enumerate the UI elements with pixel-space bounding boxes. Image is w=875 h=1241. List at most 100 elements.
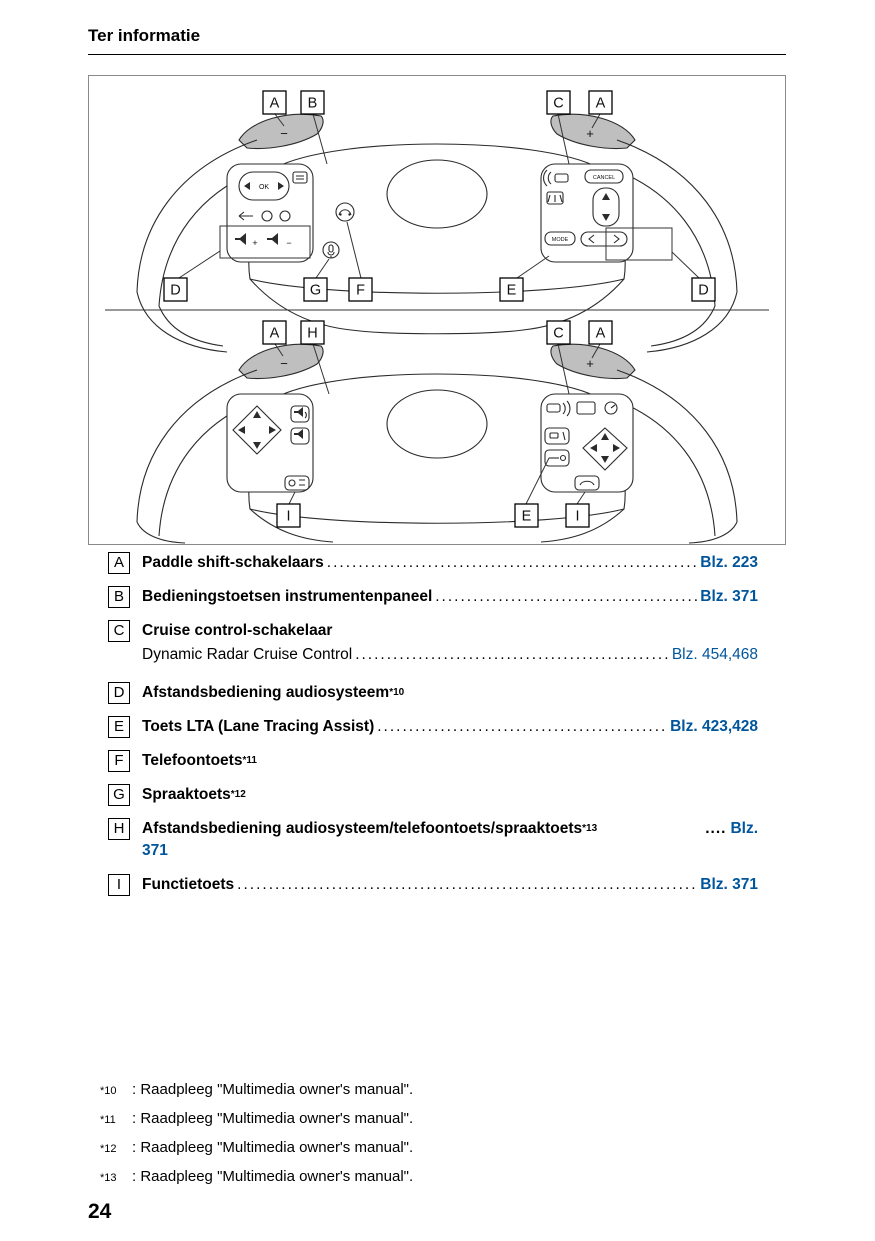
footnote-text: : Raadpleeg "Multimedia owner's manual".: [132, 1168, 414, 1185]
phone-button: [335, 202, 355, 222]
radar-car-icon: [554, 173, 569, 183]
callout-label: A: [596, 326, 606, 342]
cruise-control-cluster-bottom: [540, 393, 634, 493]
callout-label: E: [507, 283, 517, 299]
wheel-hub: [248, 373, 626, 543]
cancel-button-label: CANCEL: [593, 175, 615, 181]
page-ref-link[interactable]: Blz. 423,428: [670, 718, 758, 735]
callout-label: I: [286, 509, 290, 525]
legend-label: Toets LTA (Lane Tracing Assist): [142, 718, 375, 735]
figure-box: − + OK: [88, 75, 786, 545]
paddle-shifter-right: +: [550, 343, 636, 379]
arrow-right-icon: [269, 426, 276, 434]
volume-up-icon: [294, 407, 303, 417]
footnote-text: : Raadpleeg "Multimedia owner's manual".: [132, 1081, 414, 1098]
legend-item-c: C Cruise control-schakelaar: [108, 620, 758, 642]
cruise-control-cluster: CANCEL MODE: [540, 163, 634, 263]
wheel-rim: [136, 369, 738, 544]
footnote-marker: *11: [100, 1114, 116, 1126]
leader-dots: ....: [705, 820, 727, 837]
legend-item-e: E Toets LTA (Lane Tracing Assist) ......…: [108, 716, 758, 738]
audio-remote-cluster-left: [226, 393, 314, 493]
paddle-minus-label: −: [280, 356, 288, 371]
callout-i-function-right: I: [565, 503, 590, 528]
track-seek-buttons: [580, 231, 628, 247]
callout-a-paddle-left: A: [262, 320, 287, 345]
function-button-left: [284, 475, 310, 491]
mic-icon: [328, 244, 334, 253]
footnote-marker: *12: [230, 789, 246, 800]
footnote-marker: *13: [100, 1172, 117, 1184]
page-ref-link[interactable]: Blz. 371: [700, 588, 758, 605]
arrow-left-icon: [590, 444, 597, 452]
footnote-13: *13 : Raadpleeg "Multimedia owner's manua…: [100, 1167, 413, 1188]
legend-list: A Paddle shift-schakelaars .............…: [108, 552, 758, 908]
header-rule: [88, 54, 786, 55]
footnote-marker: *10: [100, 1085, 117, 1097]
speedometer-icon: [604, 401, 618, 415]
radar-car-icon: [546, 403, 561, 413]
key-letter-box: A: [108, 552, 130, 574]
page-number: 24: [88, 1200, 112, 1223]
callout-label: C: [553, 96, 563, 112]
paddle-plus-label: +: [586, 356, 594, 371]
callout-d-audio-remote-left: D: [163, 277, 188, 302]
leader-lines-top: [178, 113, 700, 279]
page-ref-link[interactable]: 371: [142, 842, 168, 859]
key-letter-box: H: [108, 818, 130, 840]
phone-icon: [338, 209, 352, 216]
seek-left-icon: [588, 234, 595, 244]
volume-down-icon: [294, 429, 303, 439]
steering-wheel-top-diagram: − + OK: [136, 90, 738, 353]
key-letter-box: F: [108, 750, 130, 772]
footnote-12: *12: Raadpleeg "Multimedia owner's manua…: [100, 1138, 413, 1159]
callout-g-voice-button: G: [303, 277, 328, 302]
footnote-text: : Raadpleeg "Multimedia owner's manual".: [132, 1139, 414, 1156]
page-ref-link[interactable]: Blz. 371: [700, 876, 758, 893]
horn-pad-oval: [386, 159, 488, 229]
legend-sublabel: Dynamic Radar Cruise Control: [142, 646, 353, 663]
callout-b-instrument-buttons: B: [300, 90, 325, 115]
steering-wheel-figure: − + OK: [105, 90, 769, 544]
leader-dots: ........................................…: [435, 588, 697, 605]
callout-label: H: [307, 326, 317, 342]
volume-minus-label: −: [286, 238, 291, 248]
legend-item-f: F Telefoontoets *11: [108, 750, 758, 772]
callout-a-paddle-right: A: [588, 320, 613, 345]
seek-right-icon: [613, 234, 620, 244]
legend-item-i: I Functietoets .........................…: [108, 874, 758, 896]
page-ref-link[interactable]: Blz.: [730, 820, 758, 837]
volume-up-button: [290, 405, 310, 423]
legend-item-g: G Spraaktoets *12: [108, 784, 758, 806]
legend-item-h: H Afstandsbediening audiosysteem/telefoo…: [108, 818, 758, 862]
key-letter-box: C: [108, 620, 130, 642]
distance-button: [544, 449, 570, 467]
callout-e-lta-button: E: [499, 277, 524, 302]
arrow-down-icon: [601, 456, 609, 463]
legend-label: Paddle shift-schakelaars: [142, 554, 324, 571]
display-icon: [292, 171, 308, 184]
res-set-rocker: [592, 187, 620, 227]
legend-item-a: A Paddle shift-schakelaars .............…: [108, 552, 758, 574]
legend-label: Bedieningstoetsen instrumentenpaneel: [142, 588, 433, 605]
page-ref-link[interactable]: Blz. 454,468: [671, 646, 758, 663]
callout-a-paddle-left: A: [262, 90, 287, 115]
legend-label: Cruise control-schakelaar: [142, 622, 333, 639]
volume-down-button: [290, 427, 310, 445]
paddle-shifter-right: +: [550, 113, 636, 149]
footnote-marker: *11: [242, 755, 257, 766]
key-letter-box: I: [108, 874, 130, 896]
function-button-right: [574, 475, 600, 491]
page-ref-link[interactable]: Blz. 223: [700, 554, 758, 571]
phone-icon: [579, 480, 595, 486]
callout-label: F: [356, 283, 365, 299]
footnote-marker: *10: [389, 687, 405, 698]
callout-label: A: [270, 326, 280, 342]
leader-lines-bottom: [274, 343, 601, 505]
key-letter-box: E: [108, 716, 130, 738]
footnote-11: *11: Raadpleeg "Multimedia owner's manua…: [100, 1109, 413, 1130]
legend-h-text: Afstandsbediening audiosysteem/telefoont…: [142, 818, 758, 862]
arrow-up-icon: [253, 411, 261, 418]
key-letter-box: G: [108, 784, 130, 806]
callout-i-function-left: I: [276, 503, 301, 528]
